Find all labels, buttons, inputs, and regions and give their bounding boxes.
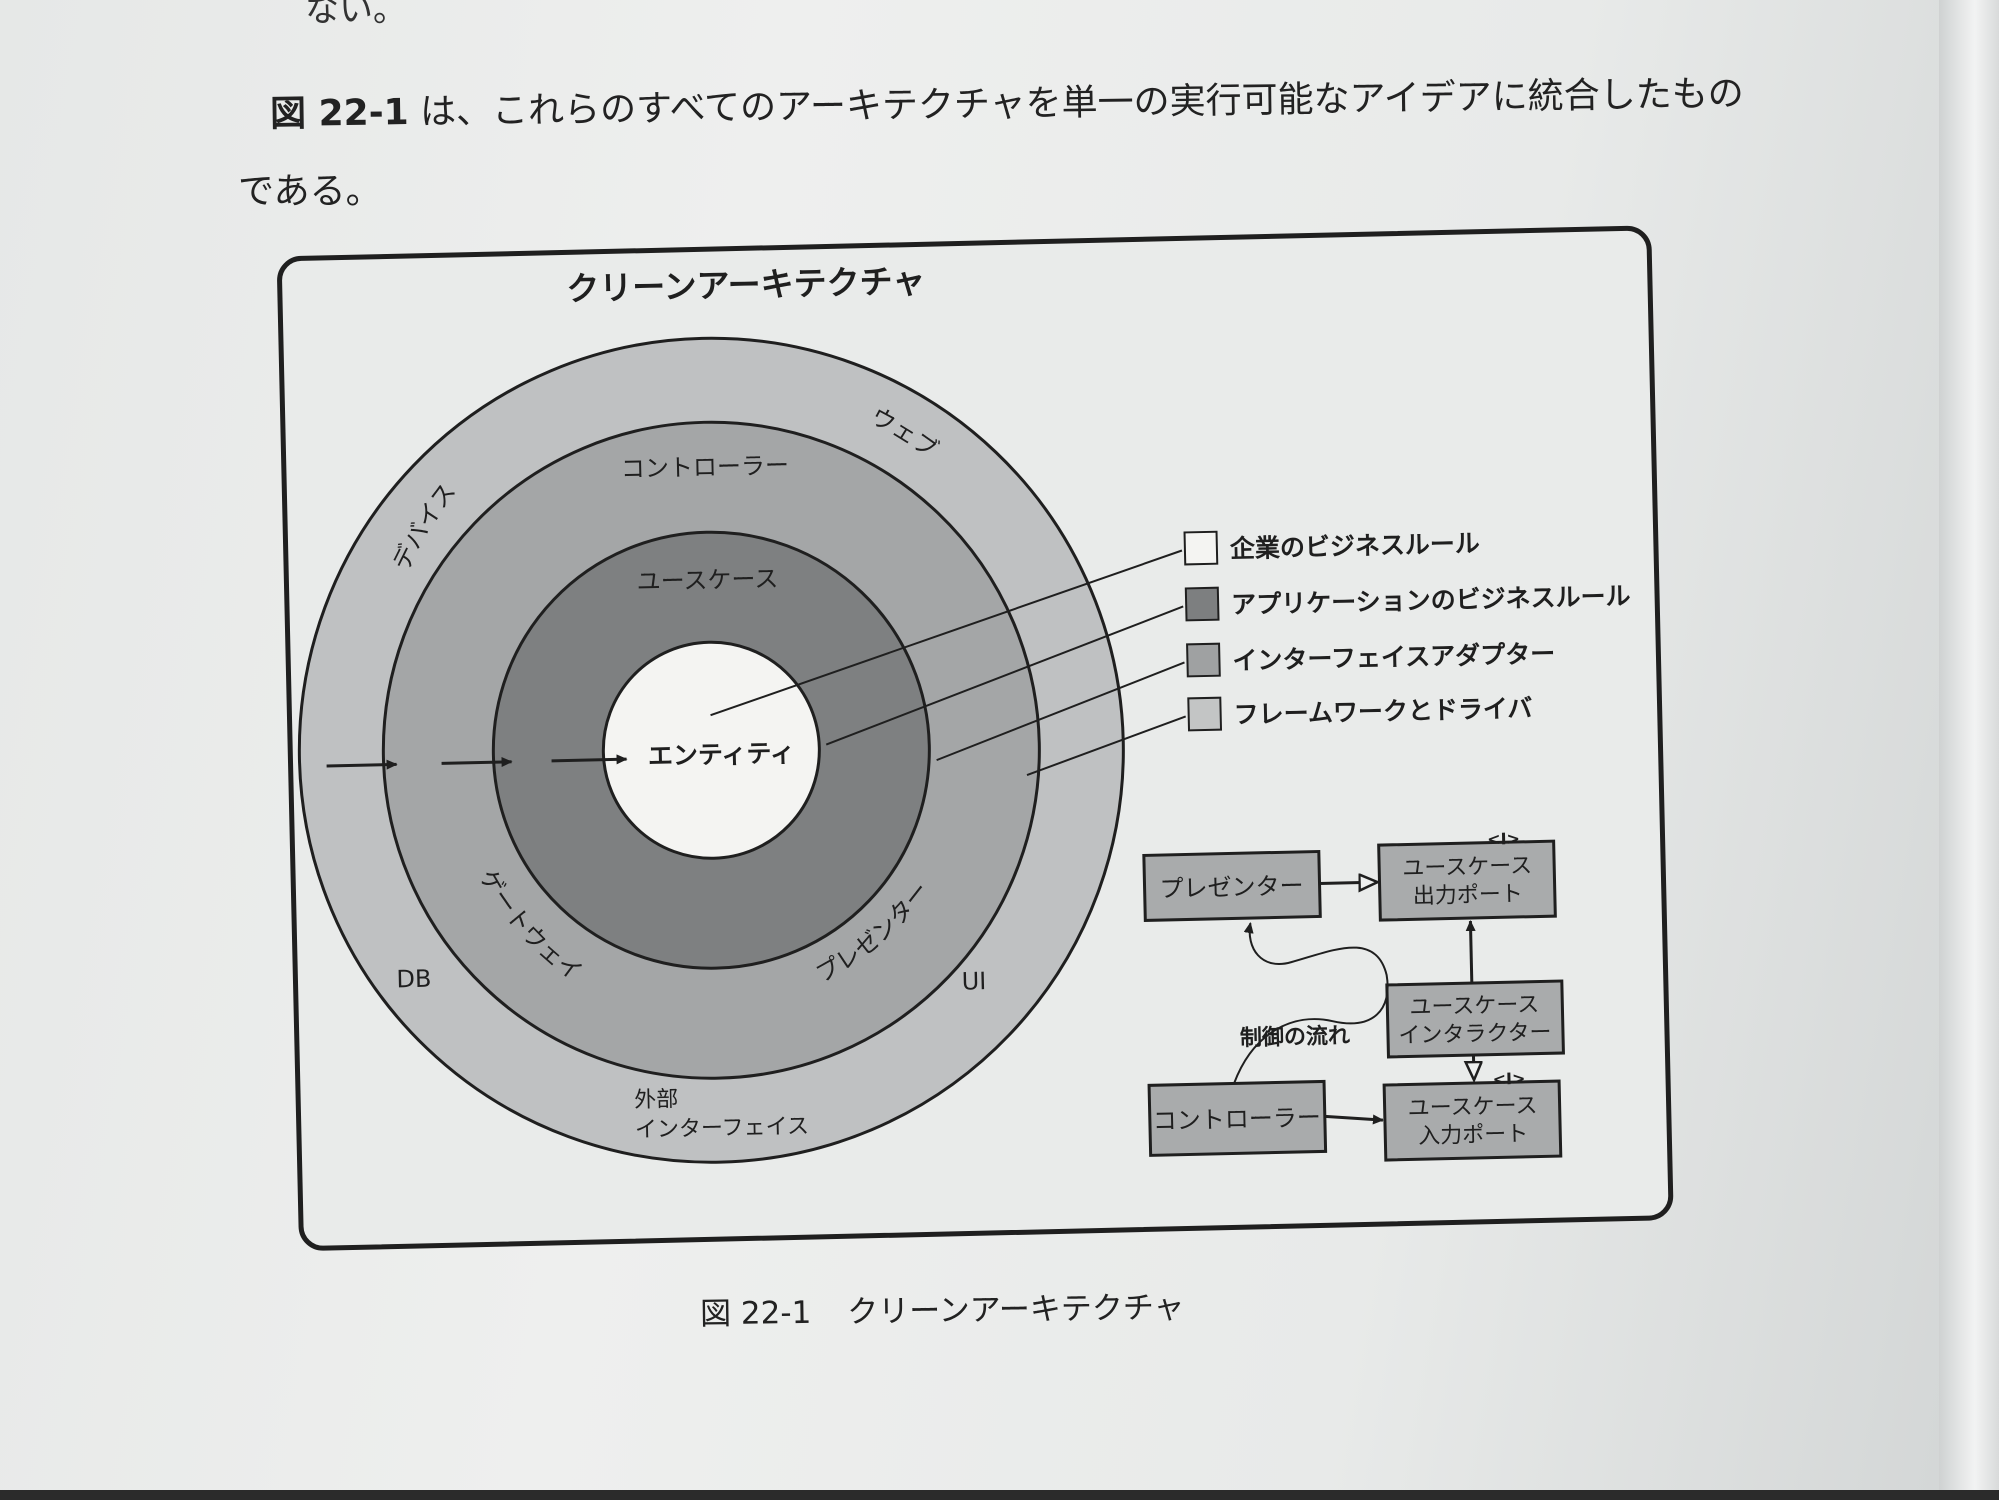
external-interfaces-label-2: インターフェイス (635, 1114, 810, 1143)
controller-to-input-port-arrow (1324, 1114, 1384, 1125)
input-port-label-1: ユースケース (1407, 1094, 1537, 1122)
interactor-to-input-port-arrow (1473, 1054, 1474, 1080)
flow-diagram: プレゼンター <I> ユースケース 出力ポート ユースケース インタラクター コ… (1142, 829, 1565, 1162)
bottom-edge (0, 1490, 1999, 1500)
ui-label: UI (961, 967, 986, 996)
legend-swatch-frameworks (1187, 696, 1223, 732)
dependency-arrow-1 (326, 759, 398, 770)
figure-caption: 図 22-1 クリーンアーキテクチャ (700, 1282, 1185, 1334)
flow-of-control-curve (1233, 922, 1389, 1084)
controllers-label: コントローラー (621, 451, 790, 483)
figure-reference: 図 22-1 (269, 92, 409, 135)
legend-swatch-use-cases (1184, 586, 1220, 622)
leader-line-adapters (936, 661, 1185, 762)
top-text-fragment: ない。 (305, 0, 407, 30)
interactor-label-2: インタラクター (1398, 1020, 1552, 1048)
caption-title: クリーンアーキテクチャ (847, 1289, 1185, 1331)
presenter-box-label: プレゼンター (1159, 872, 1304, 903)
legend-label-frameworks: フレームワークとドライバ (1233, 694, 1532, 730)
presenter-to-output-port-arrow (1319, 882, 1378, 883)
leader-line-entities (710, 549, 1183, 717)
paragraph-line-2: である。 (238, 171, 382, 212)
output-port-label-2: 出力ポート (1413, 882, 1524, 909)
input-port-label-2: 入力ポート (1418, 1122, 1529, 1149)
interactor-to-output-port-arrow (1465, 920, 1476, 984)
flow-of-control-label: 制御の流れ (1240, 1023, 1351, 1051)
clean-architecture-figure: クリーンアーキテクチャ デバイス ウェブ コントローラー ユースケース エンティ… (275, 224, 1679, 1258)
leader-line-frameworks (1026, 715, 1187, 777)
db-label: DB (396, 965, 432, 994)
dependency-arrow-2 (441, 756, 513, 767)
legend-swatch-adapters (1186, 642, 1221, 678)
page-edge (1939, 0, 1999, 1500)
figure-title: クリーンアーキテクチャ (566, 261, 926, 308)
input-port-interface-marker: <I> (1492, 1069, 1525, 1089)
figure-svg: クリーンアーキテクチャ デバイス ウェブ コントローラー ユースケース エンティ… (277, 225, 1674, 1251)
dependency-arrow-3 (551, 754, 628, 765)
caption-number: 図 22-1 (699, 1294, 812, 1333)
legend-label-entities: 企業のビジネスルール (1230, 529, 1481, 564)
leader-line-use-cases (825, 605, 1184, 746)
output-port-label-1: ユースケース (1402, 854, 1532, 882)
output-port-interface-marker: <I> (1487, 829, 1520, 849)
interactor-label-1: ユースケース (1409, 993, 1539, 1021)
controller-box-label: コントローラー (1153, 1103, 1322, 1135)
use-cases-label: ユースケース (636, 565, 778, 596)
legend-swatch-entities (1183, 530, 1219, 566)
interactor-box (1385, 979, 1565, 1059)
entities-label: エンティティ (648, 738, 796, 770)
external-interfaces-label-1: 外部 (634, 1087, 679, 1113)
